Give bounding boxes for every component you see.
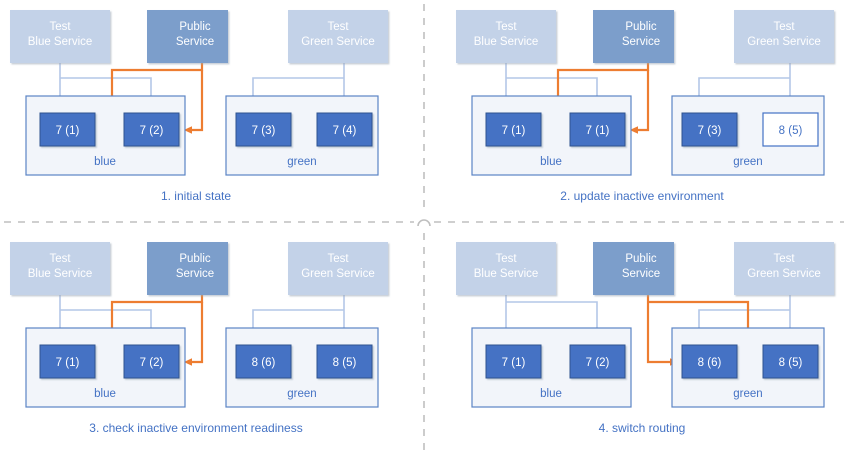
instance-box[interactable]: 8 (6) [681, 344, 738, 379]
service-test-blue-label-line1: Test [495, 253, 517, 265]
environment-label-green: green [287, 388, 316, 400]
service-test-blue-label-line2: Blue Service [28, 268, 93, 280]
service-public[interactable]: Public Service [593, 10, 674, 63]
instance-box[interactable]: 7 (2) [569, 344, 626, 379]
service-test-green[interactable]: Test Green Service [734, 10, 834, 63]
instance-label: 7 (1) [502, 357, 526, 369]
service-public-label-line1: Public [625, 21, 657, 33]
instance-label: 8 (6) [698, 357, 722, 369]
instance-label: 7 (2) [140, 125, 164, 137]
instance-label: 7 (3) [698, 125, 722, 137]
service-public-label-line2: Service [622, 36, 660, 48]
instance-label: 8 (5) [779, 125, 803, 137]
service-test-blue-label-line1: Test [49, 253, 71, 265]
service-test-green[interactable]: Test Green Service [288, 10, 388, 63]
service-public-label-line1: Public [625, 253, 657, 265]
environment-label-blue: blue [540, 388, 562, 400]
environment-label-green: green [287, 156, 316, 168]
service-test-green-label-line2: Green Service [301, 36, 375, 48]
instance-box[interactable]: 7 (3) [681, 112, 738, 147]
instance-label: 8 (5) [779, 357, 803, 369]
service-public-label-line2: Service [176, 268, 214, 280]
instance-box[interactable]: 8 (5) [762, 344, 819, 379]
service-test-blue-label-line2: Blue Service [28, 36, 93, 48]
panel-2: Test Blue Service Public Service Test Gr… [456, 10, 834, 203]
panel-caption: 2. update inactive environment [560, 189, 724, 203]
instance-label: 7 (3) [252, 125, 276, 137]
environment-green[interactable]: 7 (3) 8 (5) green [671, 95, 825, 176]
service-test-blue[interactable]: Test Blue Service [10, 10, 110, 63]
instance-label: 7 (2) [140, 357, 164, 369]
panel-caption: 4. switch routing [599, 421, 686, 435]
environment-green[interactable]: 7 (3) 7 (4) green [225, 95, 379, 176]
panel-4: Test Blue Service Public Service Test Gr… [456, 242, 834, 435]
environment-blue[interactable]: 7 (1) 7 (2) blue [25, 327, 186, 408]
environment-label-green: green [733, 156, 762, 168]
service-public-label-line2: Service [622, 268, 660, 280]
service-public-label-line2: Service [176, 36, 214, 48]
instance-box[interactable]: 7 (1) [485, 344, 542, 379]
panel-divider-horizontal [4, 219, 844, 227]
service-test-green-label-line1: Test [773, 21, 795, 33]
service-test-green-label-line2: Green Service [747, 36, 821, 48]
instance-label: 7 (1) [56, 357, 80, 369]
service-test-blue-label-line2: Blue Service [474, 36, 539, 48]
instance-box[interactable]: 7 (3) [235, 112, 292, 147]
instance-label: 7 (2) [586, 357, 610, 369]
service-test-blue-label-line2: Blue Service [474, 268, 539, 280]
service-test-green[interactable]: Test Green Service [288, 242, 388, 295]
environment-label-green: green [733, 388, 762, 400]
instance-box[interactable]: 7 (1) [569, 112, 626, 147]
service-test-blue[interactable]: Test Blue Service [456, 242, 556, 295]
instance-label: 7 (1) [56, 125, 80, 137]
environment-green[interactable]: 8 (6) 8 (5) green [225, 327, 379, 408]
service-test-blue[interactable]: Test Blue Service [10, 242, 110, 295]
instance-label: 7 (4) [333, 125, 357, 137]
panel-3: Test Blue Service Public Service Test Gr… [10, 242, 388, 435]
instance-box[interactable]: 7 (1) [39, 344, 96, 379]
instance-box[interactable]: 7 (1) [485, 112, 542, 147]
service-public[interactable]: Public Service [147, 242, 228, 295]
service-public[interactable]: Public Service [593, 242, 674, 295]
environment-green[interactable]: 8 (6) 8 (5) green [671, 327, 825, 408]
environment-label-blue: blue [94, 156, 116, 168]
service-test-green[interactable]: Test Green Service [734, 242, 834, 295]
service-test-green-label-line1: Test [327, 253, 349, 265]
service-test-blue-label-line1: Test [49, 21, 71, 33]
instance-box[interactable]: 7 (4) [316, 112, 373, 147]
service-test-green-label-line2: Green Service [747, 268, 821, 280]
environment-blue[interactable]: 7 (1) 7 (1) blue [471, 95, 632, 176]
service-public-label-line1: Public [179, 253, 211, 265]
instance-label: 7 (1) [502, 125, 526, 137]
environment-label-blue: blue [94, 388, 116, 400]
service-public-label-line1: Public [179, 21, 211, 33]
service-public[interactable]: Public Service [147, 10, 228, 63]
environment-blue[interactable]: 7 (1) 7 (2) blue [471, 327, 632, 408]
panel-caption: 3. check inactive environment readiness [89, 421, 302, 435]
instance-label: 8 (5) [333, 357, 357, 369]
instance-label: 8 (6) [252, 357, 276, 369]
instance-box[interactable]: 8 (6) [235, 344, 292, 379]
instance-box[interactable]: 7 (2) [123, 344, 180, 379]
environment-blue[interactable]: 7 (1) 7 (2) blue [25, 95, 186, 176]
instance-box[interactable]: 7 (2) [123, 112, 180, 147]
service-test-green-label-line1: Test [773, 253, 795, 265]
panel-1: Test Blue Service Public Service Test Gr… [10, 10, 388, 203]
instance-box[interactable]: 7 (1) [39, 112, 96, 147]
service-test-blue[interactable]: Test Blue Service [456, 10, 556, 63]
environment-label-blue: blue [540, 156, 562, 168]
instance-box-outline[interactable]: 8 (5) [762, 112, 819, 147]
service-test-blue-label-line1: Test [495, 21, 517, 33]
service-test-green-label-line2: Green Service [301, 268, 375, 280]
panel-caption: 1. initial state [161, 189, 231, 203]
service-test-green-label-line1: Test [327, 21, 349, 33]
instance-box[interactable]: 8 (5) [316, 344, 373, 379]
instance-label: 7 (1) [586, 125, 610, 137]
